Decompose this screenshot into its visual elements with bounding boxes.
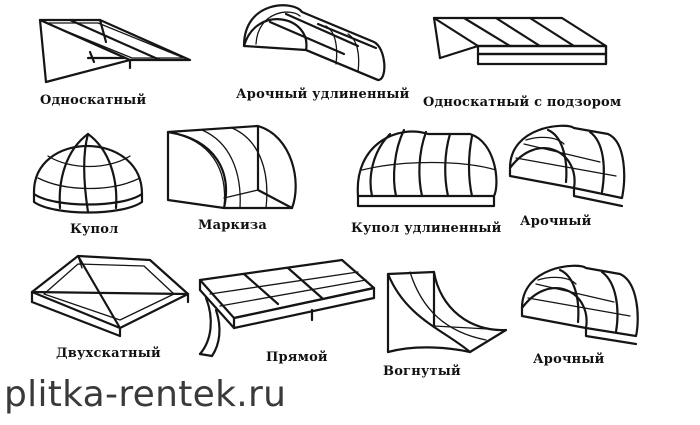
- awning-canopy-drawing: [166, 124, 297, 210]
- single-pitch-valance-canopy-drawing: [432, 16, 608, 66]
- arch-canopy-drawing-1: [508, 124, 626, 208]
- arch-canopy-drawing-2: [520, 264, 639, 346]
- awning-caption: Маркиза: [198, 218, 268, 233]
- single-pitch-canopy-drawing: [38, 18, 192, 84]
- concave-caption: Вогнутый: [383, 364, 461, 379]
- site-watermark: plitka-rentek.ru: [4, 374, 287, 415]
- straight-caption: Прямой: [266, 350, 328, 365]
- elongated-arch-caption: Арочный удлиненный: [236, 87, 410, 102]
- dome-canopy-drawing: [32, 132, 144, 214]
- gable-canopy-drawing: [30, 254, 190, 338]
- dome-caption: Купол: [70, 222, 119, 237]
- arch-caption-1: Арочный: [520, 214, 592, 229]
- elongated-dome-caption: Купол удлиненный: [351, 221, 502, 236]
- arch-caption-2: Арочный: [533, 352, 605, 367]
- elongated-dome-canopy-drawing: [356, 128, 498, 208]
- single-pitch-caption: Односкатный: [40, 93, 147, 108]
- straight-canopy-drawing: [198, 258, 376, 358]
- single-pitch-valance-caption: Односкатный с подзором: [423, 95, 622, 110]
- concave-canopy-drawing: [386, 270, 508, 354]
- gable-caption: Двухскатный: [56, 346, 161, 361]
- elongated-arch-canopy-drawing: [242, 4, 386, 82]
